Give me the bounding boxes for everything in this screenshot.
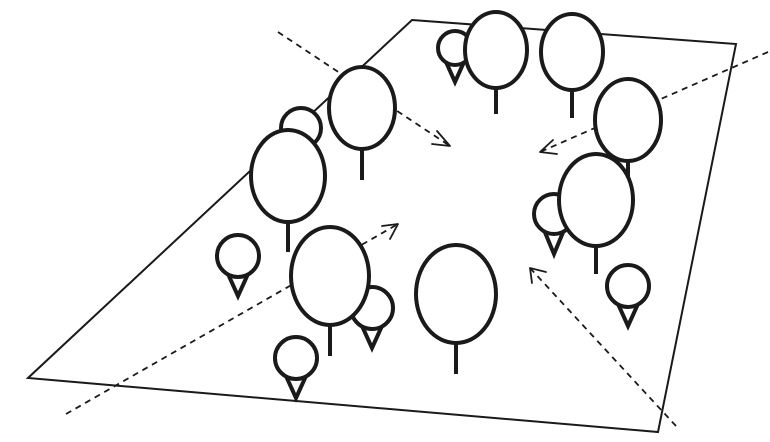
large-deciduous-tree-icon	[289, 225, 371, 356]
large-deciduous-tree-icon	[593, 77, 663, 194]
small-conical-tree-icon	[215, 233, 261, 301]
large-deciduous-tree-icon	[539, 12, 605, 118]
large-deciduous-tree-icon	[249, 128, 327, 252]
large-deciduous-tree-icon	[557, 152, 635, 274]
large-deciduous-tree-icon	[463, 10, 529, 114]
large-deciduous-tree-icon	[327, 65, 397, 180]
large-deciduous-tree-icon	[414, 243, 498, 374]
arrow-southwest	[65, 223, 399, 415]
small-conical-tree-icon	[273, 335, 319, 403]
small-conical-tree-icon	[605, 263, 651, 331]
arrow-southeast	[529, 267, 677, 427]
